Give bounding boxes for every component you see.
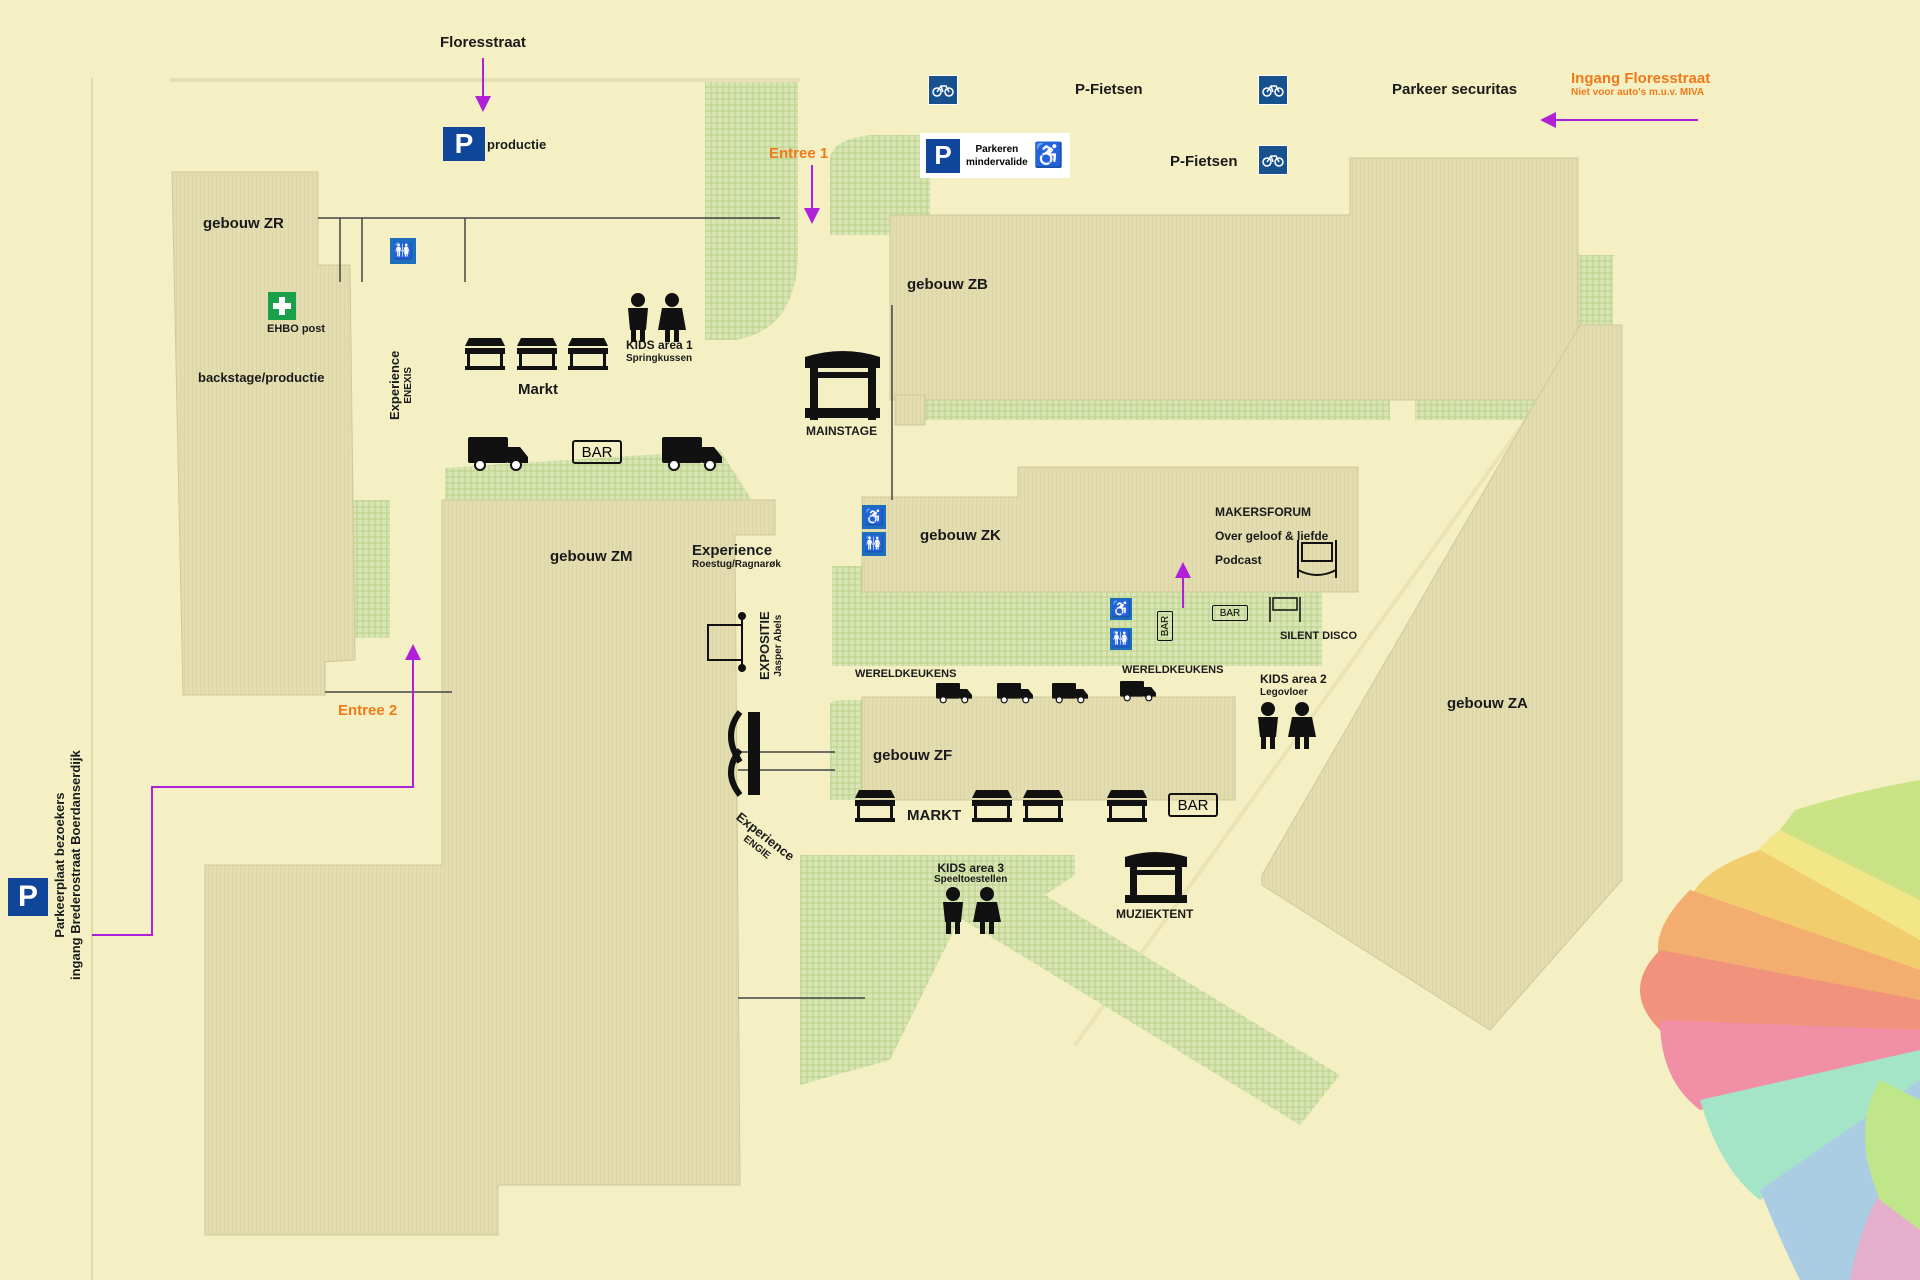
- bike-icon: [1258, 145, 1288, 175]
- mindervalide-line2: mindervalide: [966, 156, 1028, 168]
- makersforum-title: MAKERSFORUM: [1215, 505, 1311, 519]
- kids-area-1-label: KIDS area 1 Springkussen: [626, 339, 693, 365]
- building-zm-label: gebouw ZM: [550, 548, 633, 565]
- kids-area-2-icon: [1258, 702, 1316, 749]
- mindervalide-line1: Parkeren: [975, 143, 1019, 155]
- expositie-sub: Jasper Abels: [773, 614, 784, 677]
- building-zk-label: gebouw ZK: [920, 527, 1001, 544]
- kids-area-3-label: KIDS area 3 Speeltoestellen: [934, 862, 1007, 886]
- muziektent-icon: [1125, 852, 1187, 903]
- parking-bezoekers-icon: P: [8, 878, 48, 916]
- kids-area-3-icon: [943, 887, 1001, 934]
- makersforum-label: MAKERSFORUM Over geloof & liefde Podcast: [1215, 500, 1328, 572]
- productie-label: productie: [487, 137, 547, 152]
- kids-area-3-sub: Speeltoestellen: [934, 874, 1008, 885]
- building-zb-label: gebouw ZB: [907, 276, 988, 293]
- wereldkeukens-label-2: WERELDKEUKENS: [1122, 664, 1224, 676]
- fence-lines: [318, 217, 893, 999]
- ingang-floresstraat-sub: Niet voor auto's m.u.v. MIVA: [1571, 87, 1705, 98]
- silent-disco-icon: [1269, 597, 1301, 622]
- buildings: [171, 157, 1623, 1236]
- kids-area-1-icon: [628, 293, 686, 342]
- kids-area-2-sub: Legovloer: [1260, 687, 1308, 698]
- markt2-label: MARKT: [907, 807, 962, 824]
- mainstage-label: MAINSTAGE: [806, 424, 878, 438]
- wheelchair-icon: ♿: [862, 505, 886, 529]
- bar-icon: BAR: [1157, 611, 1173, 641]
- ingang-floresstraat-title: Ingang Floresstraat: [1571, 70, 1711, 87]
- bar-icon: BAR: [1168, 793, 1218, 817]
- wheelchair-icon: ♿: [1033, 142, 1064, 169]
- experience-enexis: Experience ENEXIS: [387, 350, 416, 420]
- expo-icon: [707, 612, 746, 672]
- backstage-label: backstage/productie: [198, 370, 325, 385]
- toilet-icon: 🚻: [390, 238, 416, 264]
- kids-area-3-title: KIDS area 3: [937, 861, 1005, 875]
- experience-roestug-title: Experience: [692, 542, 773, 559]
- building-zr-label: gebouw ZR: [203, 215, 284, 232]
- muziektent-label: MUZIEKTENT: [1116, 907, 1194, 921]
- expositie-label: EXPOSITIE Jasper Abels: [757, 611, 786, 680]
- toilet-icon: 🚻: [1110, 628, 1132, 650]
- mainstage-icon: [805, 351, 880, 420]
- street-floresstraat: Floresstraat: [440, 34, 526, 51]
- experience-enexis-title: Experience: [387, 350, 402, 420]
- entree-1-label: Entree 1: [769, 145, 829, 162]
- building-za-label: gebouw ZA: [1447, 695, 1528, 712]
- toilet-icon: 🚻: [862, 532, 886, 556]
- first-aid-icon: [268, 292, 296, 320]
- building-zf-label: gebouw ZF: [873, 747, 953, 764]
- parking-productie-icon: P: [443, 127, 485, 161]
- food-trucks: [468, 437, 1156, 704]
- kids-area-1-title: KIDS area 1: [626, 338, 693, 352]
- parkeerplaats-line1: Parkeerplaat bezoekers: [52, 792, 67, 938]
- parkeerplaats-bezoekers: Parkeerplaat bezoekers ingang Brederostr…: [52, 750, 84, 980]
- bar-icon: BAR: [572, 440, 622, 464]
- makersforum-line3: Podcast: [1215, 553, 1262, 567]
- parkeerplaats-line2: ingang Brederostraat Boerdanserdijk: [68, 750, 83, 980]
- experience-enexis-sub: ENEXIS: [403, 366, 414, 404]
- experience-roestug: Experience Roestug/Ragnarøk: [692, 542, 781, 572]
- wereldkeukens-label-1: WERELDKEUKENS: [855, 668, 957, 680]
- podcast-icon: [1297, 540, 1337, 578]
- parking-icon: P: [926, 138, 960, 173]
- parkeer-securitas: Parkeer securitas: [1392, 81, 1518, 98]
- experience-roestug-sub: Roestug/Ragnarøk: [692, 559, 781, 570]
- entree-2-label: Entree 2: [338, 702, 398, 719]
- p-fietsen-label-1: P-Fietsen: [1075, 81, 1143, 98]
- bar-icon: BAR: [1212, 605, 1248, 621]
- seating-icon: [728, 710, 760, 797]
- decorative-fan: [1640, 780, 1920, 1280]
- direction-arrows: [92, 58, 1698, 936]
- makersforum-line2: Over geloof & liefde: [1215, 529, 1329, 543]
- kids-area-1-sub: Springkussen: [626, 353, 693, 364]
- kids-area-2-title: KIDS area 2: [1260, 672, 1327, 686]
- kids-area-2-label: KIDS area 2 Legovloer: [1260, 672, 1327, 700]
- parking-mindervalide-sign: P Parkeren mindervalide ♿: [920, 133, 1070, 178]
- bike-icon: [928, 75, 958, 105]
- ehbo-label: EHBO post: [267, 323, 326, 335]
- wheelchair-icon: ♿: [1110, 598, 1132, 620]
- p-fietsen-label-2: P-Fietsen: [1170, 153, 1238, 170]
- markt-label: Markt: [518, 381, 559, 398]
- expositie-title: EXPOSITIE: [757, 611, 772, 680]
- market-stalls: [465, 338, 1147, 822]
- bike-icon: [1258, 75, 1288, 105]
- silent-disco-label: SILENT DISCO: [1280, 630, 1358, 642]
